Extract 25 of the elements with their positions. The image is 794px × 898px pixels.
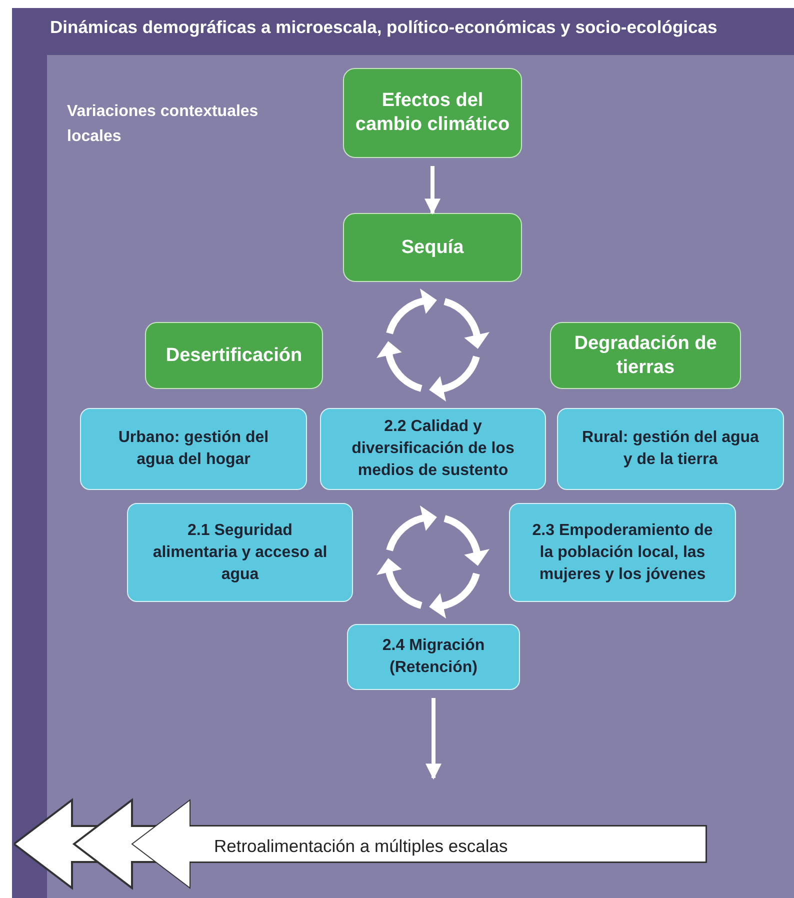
process-box: [343, 68, 522, 158]
arrow-label: Retroalimentación a múltiples escalas: [214, 836, 508, 857]
process-box: [145, 322, 323, 389]
box-label: Sequía: [400, 236, 465, 260]
panel-heading: Dinámicas demográficas a microescala, político-económicas y socio-ecológicas: [50, 17, 718, 38]
box-label: Urbano: gestión del agua del hogar: [117, 428, 270, 470]
box-label: 2.3 Empoderamiento de la población local, las mujeres y los jóvenes: [531, 520, 714, 584]
box-label: Rural: gestión del agua y de la tierra: [581, 428, 760, 470]
box-label: Efectos del cambio climático: [354, 89, 511, 137]
process-box: [320, 408, 546, 490]
box-label: Degradación de tierras: [573, 332, 718, 380]
box-label: Desertificación: [164, 344, 304, 368]
process-box: [550, 322, 741, 389]
box-label: 2.1 Seguridad alimentaria y acceso al agua: [152, 520, 328, 584]
arrow: [424, 166, 440, 215]
process-box: [343, 213, 522, 282]
panel-label: Variaciones contextuales locales: [67, 102, 260, 147]
process-box: [127, 503, 353, 602]
process-box: [557, 408, 784, 490]
process-box: [347, 624, 520, 690]
arrow: [426, 698, 442, 780]
box-label: 2.2 Calidad y diversificación de los medios de sustento: [350, 417, 516, 481]
process-box: [80, 408, 307, 490]
process-box: [509, 503, 736, 602]
box-label: 2.4 Migración (Retención): [381, 636, 486, 678]
